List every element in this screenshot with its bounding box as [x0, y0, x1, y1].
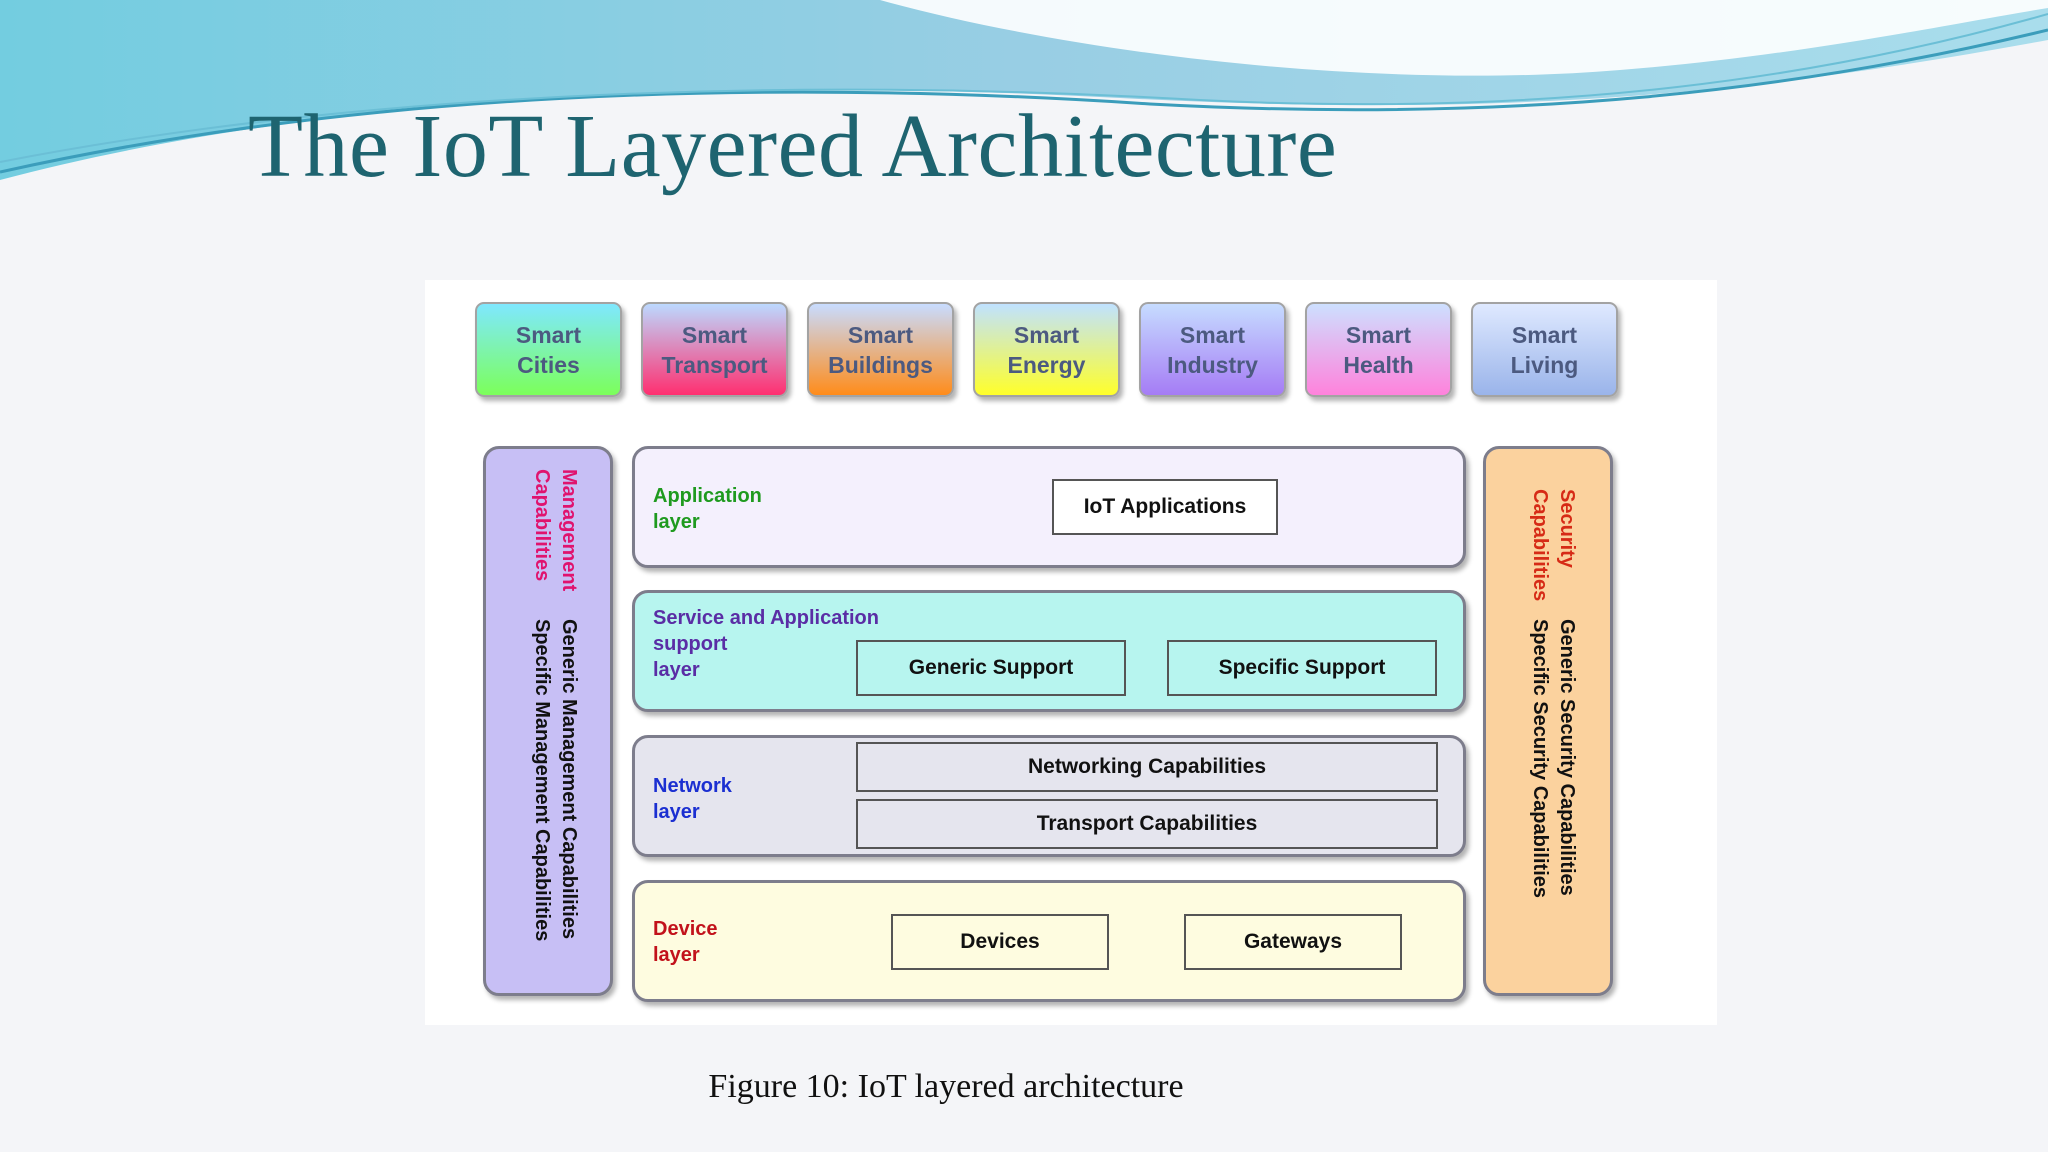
- app-tile-smart-industry: Smart Industry: [1139, 302, 1286, 397]
- app-tile-smart-transport: Smart Transport: [641, 302, 788, 397]
- security-capabilities-title: Security Capabilities: [1529, 489, 1578, 602]
- gateways-box: Gateways: [1184, 914, 1402, 970]
- device-layer: Device layer Devices Gateways: [632, 880, 1466, 1002]
- application-layer: Application layer IoT Applications: [632, 446, 1466, 568]
- transport-capabilities-box: Transport Capabilities: [856, 799, 1438, 849]
- devices-box: Devices: [891, 914, 1109, 970]
- security-capabilities-panel: Security Capabilities Generic Security C…: [1483, 446, 1613, 996]
- network-layer: Network layer Networking Capabilities Tr…: [632, 735, 1466, 857]
- security-capabilities-items: Generic Security Capabilities Specific S…: [1529, 619, 1578, 898]
- networking-capabilities-box: Networking Capabilities: [856, 742, 1438, 792]
- network-layer-label: Network layer: [653, 775, 732, 823]
- app-tile-smart-cities: Smart Cities: [475, 302, 622, 397]
- header-wave-decoration: [0, 0, 2048, 180]
- slide-title: The IoT Layered Architecture: [248, 97, 1338, 196]
- iot-applications-box: IoT Applications: [1052, 479, 1278, 535]
- management-capabilities-title: Management Capabilities: [531, 469, 580, 592]
- figure-caption: Figure 10: IoT layered architecture: [708, 1068, 1184, 1105]
- device-layer-label: Device layer: [653, 918, 718, 966]
- management-capabilities-panel: Management Capabilities Generic Manageme…: [483, 446, 613, 996]
- app-tile-smart-health: Smart Health: [1305, 302, 1452, 397]
- application-layer-label: Application layer: [653, 485, 762, 533]
- generic-support-box: Generic Support: [856, 640, 1126, 696]
- specific-support-box: Specific Support: [1167, 640, 1437, 696]
- app-tile-smart-living: Smart Living: [1471, 302, 1618, 397]
- service-support-layer: Service and Application support layer Ge…: [632, 590, 1466, 712]
- app-tile-smart-buildings: Smart Buildings: [807, 302, 954, 397]
- iot-architecture-figure: Smart Cities Smart Transport Smart Build…: [425, 280, 1717, 1025]
- app-tile-smart-energy: Smart Energy: [973, 302, 1120, 397]
- management-capabilities-items: Generic Management Capabilities Specific…: [531, 619, 580, 942]
- service-support-layer-label: Service and Application support layer: [653, 607, 879, 681]
